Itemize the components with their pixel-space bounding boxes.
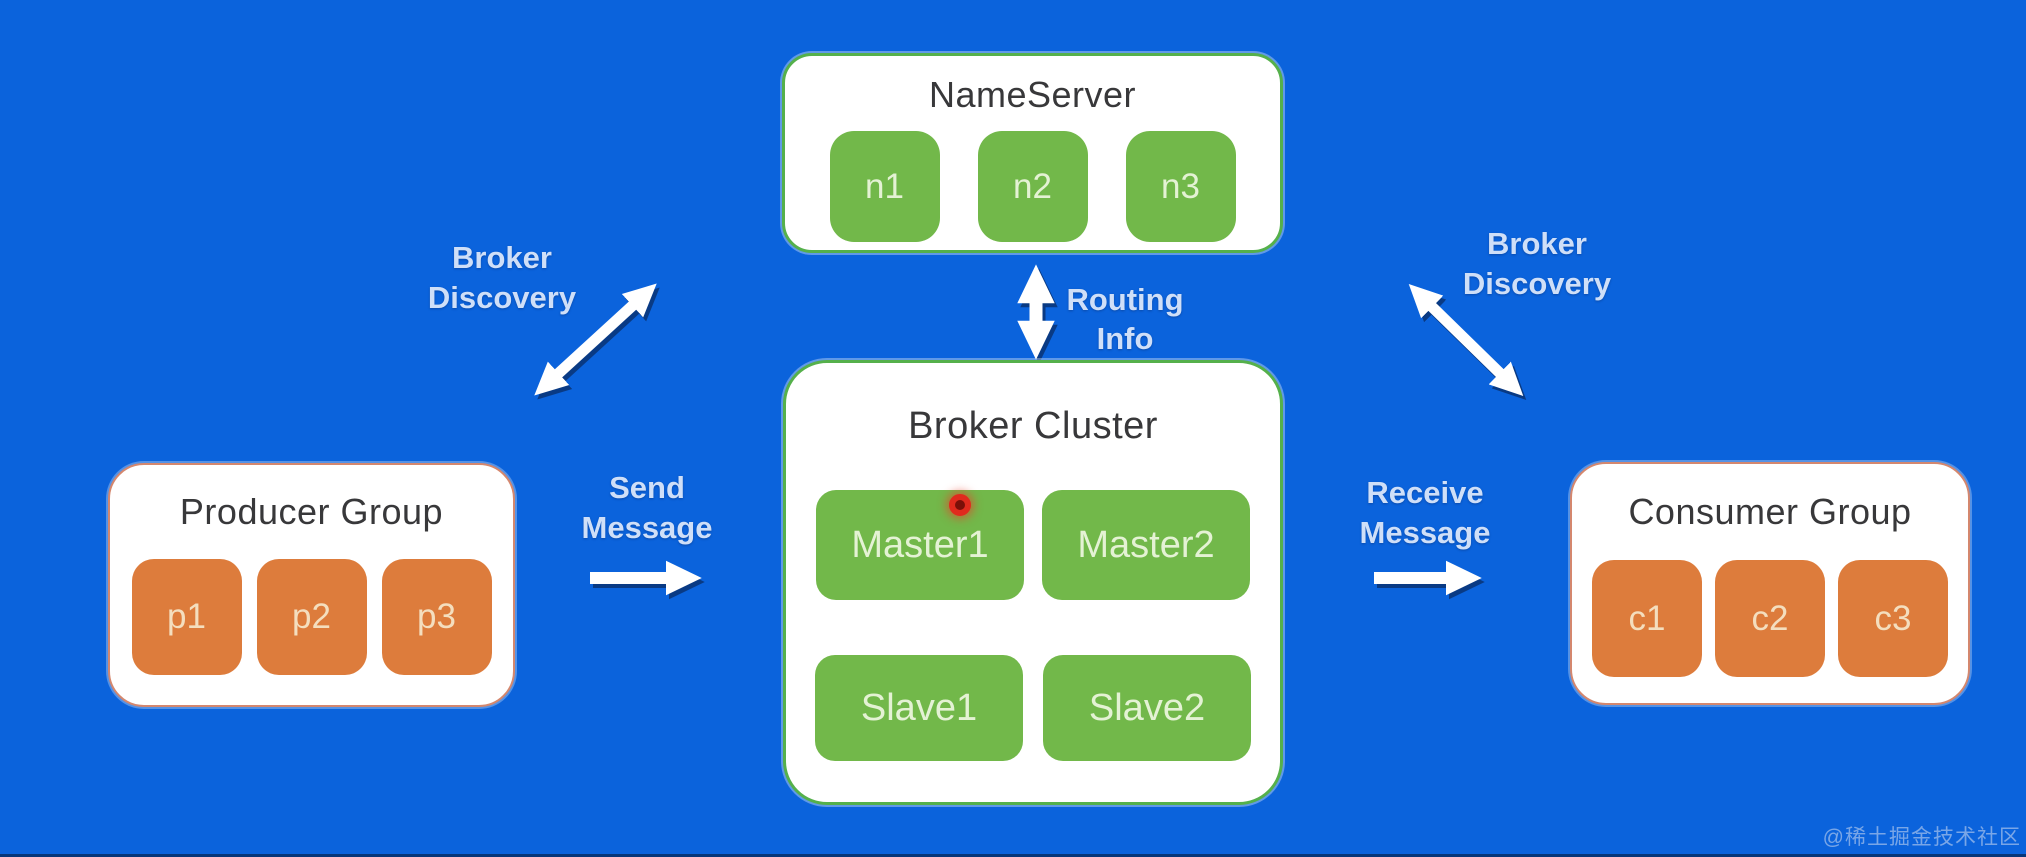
producer-node-p3: p3 <box>381 559 492 675</box>
producer-node-p2: p2 <box>256 559 367 675</box>
producer-node-row: p1 p2 p3 <box>110 559 513 675</box>
broker-discovery-right-arrow <box>1408 284 1524 396</box>
watermark: @稀土掘金技术社区 <box>1822 826 2021 849</box>
producer-node-p1: p1 <box>131 559 242 675</box>
consumer-node-c1: c1 <box>1592 560 1702 677</box>
broker-node-master1: Master1 <box>816 490 1024 600</box>
consumer-group-panel: Consumer Group c1 c2 c3 <box>1570 462 1970 705</box>
broker-masters-row: Master1 Master2 <box>786 490 1280 600</box>
nameserver-node-n3: n3 <box>1125 131 1236 242</box>
broker-cluster-title: Broker Cluster <box>908 405 1158 447</box>
pointer-highlight-dot <box>949 494 971 516</box>
routing-info-label: Routing Info <box>1066 282 1184 356</box>
broker-discovery-left-label: Broker Discovery <box>427 240 577 315</box>
broker-node-master2: Master2 <box>1042 490 1250 600</box>
nameserver-node-n1: n1 <box>829 131 940 242</box>
broker-node-slave2: Slave2 <box>1043 655 1251 761</box>
broker-slaves-row: Slave1 Slave2 <box>786 655 1280 761</box>
broker-discovery-right-label: Broker Discovery <box>1462 226 1612 301</box>
nameserver-node-row: n1 n2 n3 <box>785 131 1280 242</box>
send-message-label: Send Message <box>581 470 713 545</box>
nameserver-panel: NameServer n1 n2 n3 <box>782 53 1283 253</box>
broker-node-slave1: Slave1 <box>815 655 1023 761</box>
receive-message-label: Receive Message <box>1359 475 1491 550</box>
consumer-node-c3: c3 <box>1838 560 1948 677</box>
consumer-node-c2: c2 <box>1715 560 1825 677</box>
nameserver-title: NameServer <box>928 74 1137 115</box>
producer-group-panel: Producer Group p1 p2 p3 <box>108 463 515 707</box>
nameserver-node-n2: n2 <box>977 131 1088 242</box>
producer-group-title: Producer Group <box>179 491 444 532</box>
consumer-node-row: c1 c2 c3 <box>1572 560 1968 677</box>
bottom-edge-line <box>0 854 2026 857</box>
broker-cluster-panel: Broker Cluster Master1 Master2 Slave1 Sl… <box>783 360 1283 805</box>
consumer-group-title: Consumer Group <box>1628 491 1912 532</box>
